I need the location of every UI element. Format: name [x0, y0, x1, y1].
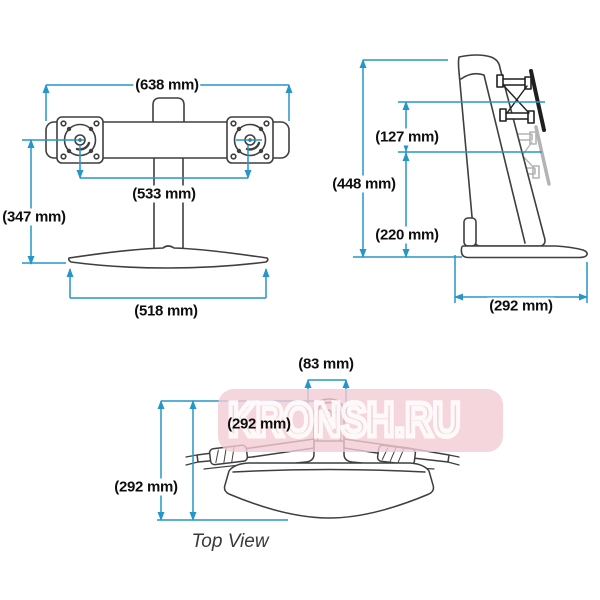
dim-label-base-width: (518 mm) — [132, 302, 200, 320]
dim-label-mount-spacing: (533 mm) — [130, 185, 198, 203]
front-view-drawing — [45, 97, 290, 269]
dim-label-base-depth: (292 mm) — [487, 297, 555, 315]
top-view-caption: Top View — [191, 531, 269, 552]
dim-label-reach: (292 mm) — [227, 415, 291, 433]
side-view-drawing — [457, 54, 588, 259]
dim-label-lower-offset: (220 mm) — [373, 226, 441, 244]
dim-label-height-front: (347 mm) — [0, 208, 68, 226]
dim-label-pole-width: (83 mm) — [296, 355, 356, 373]
top-view-arrows — [157, 379, 350, 521]
dim-label-height-side: (448 mm) — [330, 175, 398, 193]
dim-label-depth: (292 mm) — [112, 478, 180, 496]
vesa-bracket-side — [496, 69, 546, 132]
dim-label-outer-width: (638 mm) — [133, 76, 201, 94]
watermark-band: KRONSH.RU — [218, 389, 503, 452]
side-view-dimension-lines — [353, 59, 588, 303]
watermark-text: KRONSH.RU — [226, 392, 463, 450]
dim-label-top-offset: (127 mm) — [373, 128, 441, 146]
front-view-arrows — [27, 84, 293, 277]
